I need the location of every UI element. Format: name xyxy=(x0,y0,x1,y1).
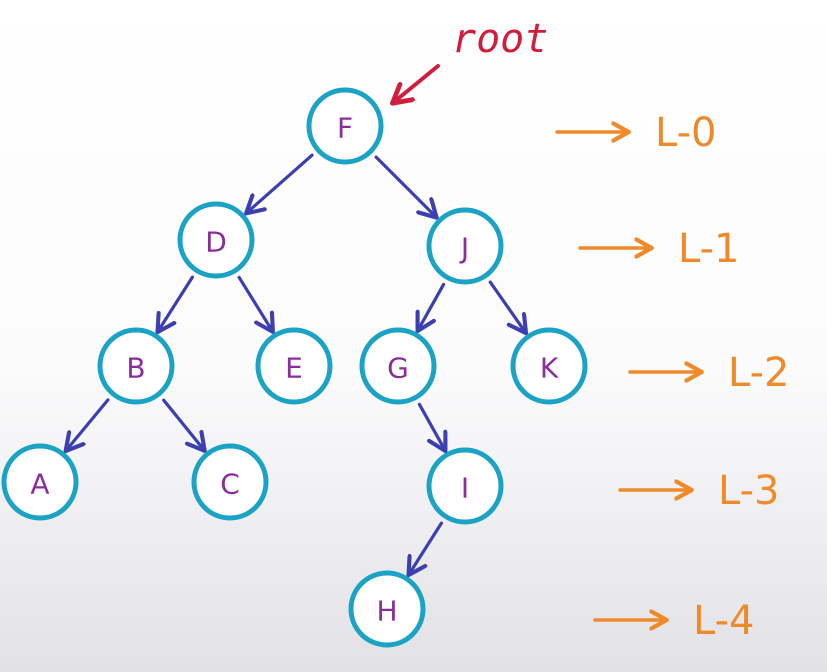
node-D: D xyxy=(177,201,255,279)
edge-F-J xyxy=(374,155,435,216)
node-I: I xyxy=(426,447,504,525)
edge-D-E xyxy=(237,275,272,330)
edge-B-A xyxy=(67,398,110,450)
edge-G-I xyxy=(417,402,444,449)
root-annotation: root xyxy=(394,16,548,102)
level-2: L-2 xyxy=(628,350,789,396)
node-label-C: C xyxy=(220,468,240,501)
level-1: L-1 xyxy=(578,226,739,272)
level-label-2: L-2 xyxy=(728,350,789,396)
node-circle-J xyxy=(426,207,504,285)
edges-layer xyxy=(67,153,525,573)
edge-B-C xyxy=(162,398,204,449)
node-label-E: E xyxy=(285,352,303,385)
node-J: J xyxy=(426,207,504,285)
node-E: E xyxy=(255,327,333,405)
nodes-layer: F D J B E G K A C I H xyxy=(1,87,588,648)
edge-J-G xyxy=(418,282,446,329)
root-label: root xyxy=(452,16,548,62)
level-4: L-4 xyxy=(593,598,754,644)
edge-F-D xyxy=(247,153,314,212)
node-H: H xyxy=(348,570,426,648)
node-label-I: I xyxy=(461,472,469,505)
edge-D-B xyxy=(159,275,195,330)
edge-J-K xyxy=(488,280,525,332)
levels-layer: L-0L-1L-2L-3L-4 xyxy=(555,110,789,644)
node-G: G xyxy=(359,327,437,405)
node-label-D: D xyxy=(205,226,227,259)
node-circle-H xyxy=(348,570,426,648)
node-circle-F xyxy=(306,87,384,165)
node-circle-K xyxy=(510,327,588,405)
node-circle-E xyxy=(255,327,333,405)
node-label-G: G xyxy=(387,352,409,385)
node-C: C xyxy=(191,443,269,521)
node-circle-A xyxy=(1,443,79,521)
node-K: K xyxy=(510,327,588,405)
node-circle-I xyxy=(426,447,504,525)
level-0: L-0 xyxy=(555,110,716,156)
node-label-H: H xyxy=(376,595,397,628)
node-label-B: B xyxy=(126,352,145,385)
node-label-F: F xyxy=(337,112,353,145)
node-circle-D xyxy=(177,201,255,279)
level-3: L-3 xyxy=(618,468,779,514)
level-label-0: L-0 xyxy=(655,110,716,156)
level-label-1: L-1 xyxy=(678,226,739,272)
edge-I-H xyxy=(409,521,444,573)
level-label-3: L-3 xyxy=(718,468,779,514)
level-label-4: L-4 xyxy=(693,598,754,644)
node-A: A xyxy=(1,443,79,521)
node-B: B xyxy=(97,327,175,405)
node-circle-G xyxy=(359,327,437,405)
node-label-J: J xyxy=(459,232,469,265)
node-F: F xyxy=(306,87,384,165)
node-label-A: A xyxy=(30,468,49,501)
node-circle-C xyxy=(191,443,269,521)
node-circle-B xyxy=(97,327,175,405)
root-arrow xyxy=(394,64,440,102)
node-label-K: K xyxy=(540,352,559,385)
